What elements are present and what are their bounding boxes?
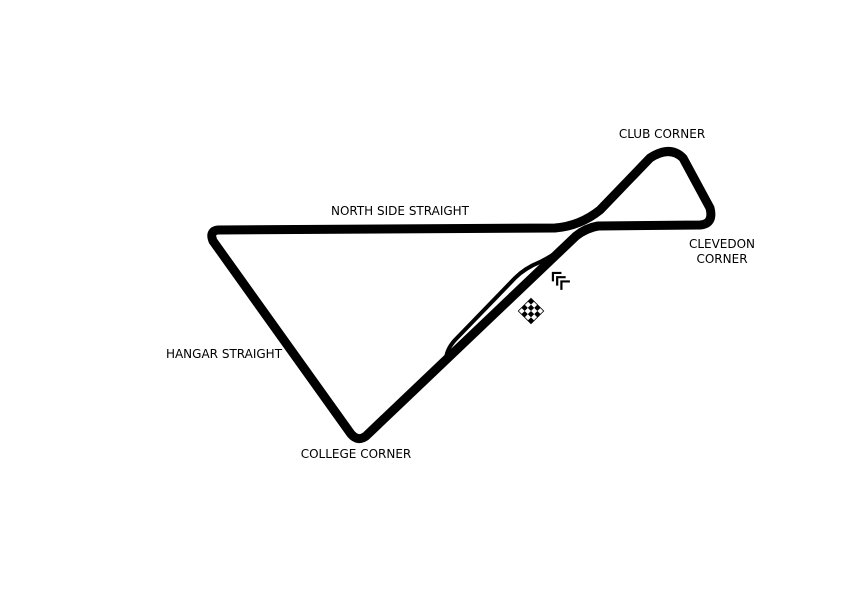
label-hangar-straight: HANGAR STRAIGHT xyxy=(166,347,283,361)
label-clevedon-corner-line1: CLEVEDON xyxy=(689,237,755,251)
direction-chevrons-icon xyxy=(551,271,570,290)
label-clevedon-corner-line2: CORNER xyxy=(696,252,747,266)
pit-lane xyxy=(444,234,580,362)
track-outline xyxy=(207,147,716,444)
checkered-flag-icon xyxy=(517,297,545,325)
label-college-corner: COLLEGE CORNER xyxy=(301,447,412,461)
label-north-side-straight: NORTH SIDE STRAIGHT xyxy=(331,204,470,218)
label-club-corner: CLUB CORNER xyxy=(619,127,705,141)
